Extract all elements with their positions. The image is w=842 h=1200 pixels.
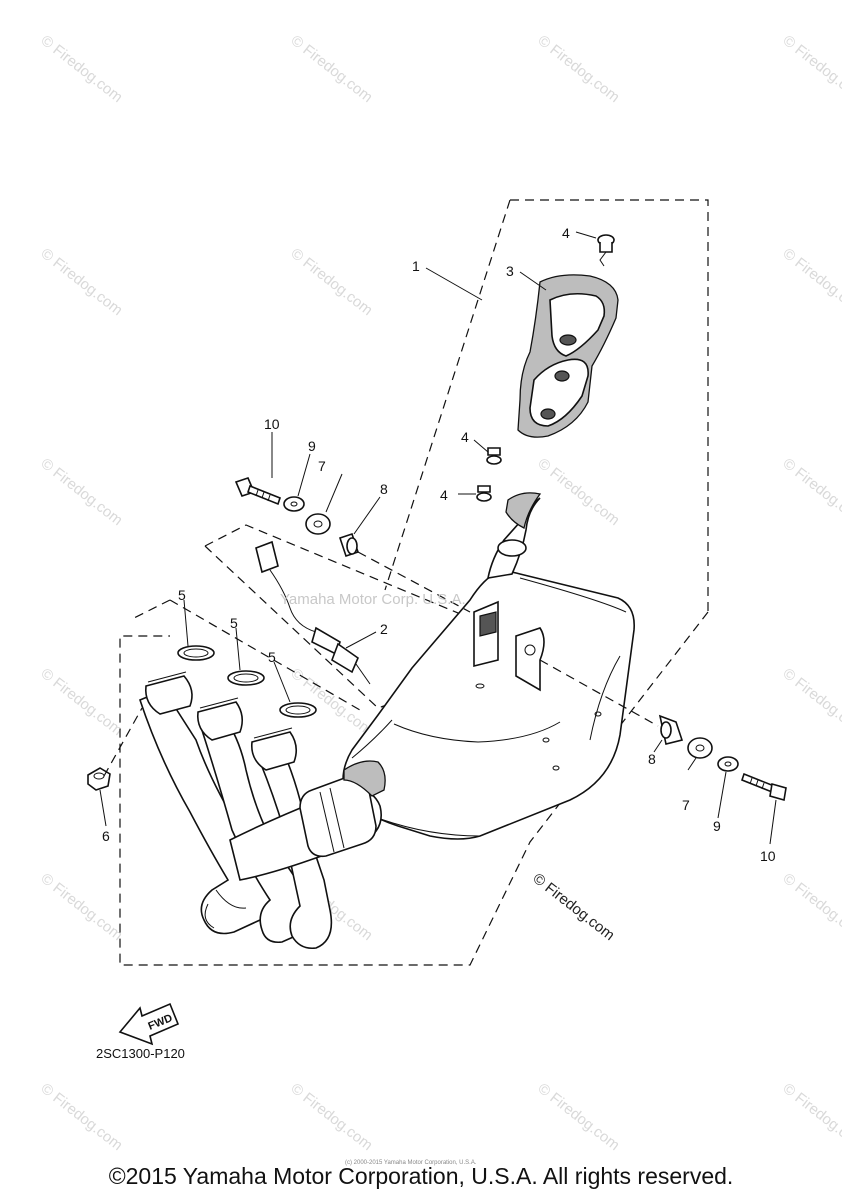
screw <box>597 234 615 267</box>
sensor-group-boundary <box>204 524 471 709</box>
center-watermark: Yamaha Motor Corp. U.S.A. <box>280 591 466 608</box>
callout-number: 8 <box>380 481 388 497</box>
alignment-line <box>357 551 471 613</box>
gasket-group-boundary <box>129 599 361 711</box>
callout-number: 5 <box>178 587 186 603</box>
muffler-cover <box>517 274 619 438</box>
callout-number: 4 <box>440 487 448 503</box>
bolt <box>234 477 281 506</box>
callout-number: 9 <box>308 438 316 454</box>
muffler-body <box>342 492 635 840</box>
callout-number: 8 <box>648 751 656 767</box>
alignment-line <box>539 659 659 727</box>
callout-number: 10 <box>760 848 776 864</box>
collar <box>338 532 360 558</box>
oxygen-sensor <box>255 540 371 685</box>
callout-number: 1 <box>412 258 420 274</box>
diagram-code: 2SC1300-P120 <box>96 1046 185 1061</box>
gasket <box>227 670 265 686</box>
callout-number: 6 <box>102 828 110 844</box>
callout-number: 7 <box>318 458 326 474</box>
callout-number: 3 <box>506 263 514 279</box>
small-credit: (c) 2000-2015 Yamaha Motor Corporation, … <box>345 1160 477 1166</box>
fwd-arrow-icon: FWD <box>118 1002 180 1046</box>
callout-number: 4 <box>461 429 469 445</box>
damper <box>305 513 331 535</box>
damper <box>687 737 713 759</box>
collar <box>658 714 684 745</box>
copyright-notice: ©2015 Yamaha Motor Corporation, U.S.A. A… <box>108 1163 734 1189</box>
nut <box>87 707 143 791</box>
assembly-boundary-left <box>384 199 511 591</box>
callout-number: 5 <box>268 649 276 665</box>
washer <box>283 496 305 512</box>
callout-number: 9 <box>713 818 721 834</box>
callout-number: 10 <box>264 416 280 432</box>
header-pipes <box>139 671 386 950</box>
callout-number: 4 <box>562 225 570 241</box>
gasket <box>177 645 215 661</box>
leader-lines <box>99 231 777 845</box>
callout-number: 2 <box>380 621 388 637</box>
bolt <box>741 772 787 802</box>
callout-number: 7 <box>682 797 690 813</box>
gasket <box>279 702 317 718</box>
callout-number: 5 <box>230 615 238 631</box>
screw <box>486 447 502 465</box>
washer <box>717 756 739 772</box>
screw <box>476 485 492 502</box>
